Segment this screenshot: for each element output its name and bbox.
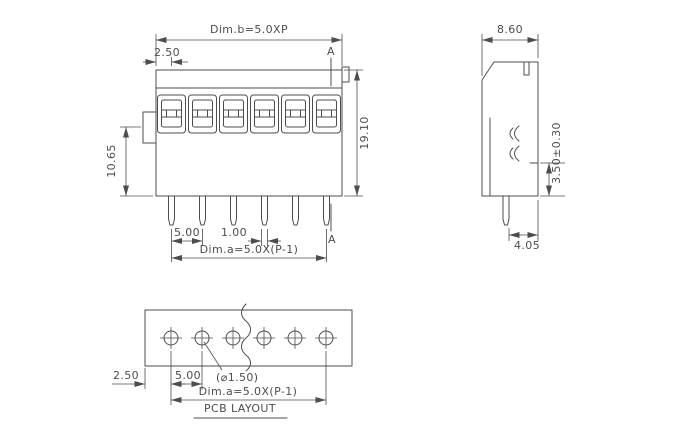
front-pin <box>199 195 206 226</box>
terminal-window <box>250 94 279 134</box>
pcb-dim-edge-label: 2.50 <box>113 369 139 382</box>
terminal-window <box>281 94 310 134</box>
front-pin <box>292 195 299 226</box>
side-spring-mark <box>509 147 514 160</box>
dim-depth-label: 8.60 <box>497 23 523 36</box>
front-view <box>142 66 350 226</box>
hole-dia-leader <box>203 341 223 371</box>
section-a-bottom-label: A <box>328 233 336 246</box>
dim-body-height-label: 10.65 <box>105 144 118 178</box>
pcb-dim-pitch-label: 5.00 <box>175 369 201 382</box>
side-body-outline <box>481 61 539 197</box>
side-spring-mark <box>514 145 520 162</box>
dim-offset-label: 2.50 <box>154 46 180 59</box>
dim-pin-length-label: 3.50±0.30 <box>550 122 563 184</box>
dim-pin-width-label: 1.00 <box>221 226 247 239</box>
side-spring-mark <box>509 127 514 140</box>
pcb-outline <box>144 309 353 367</box>
break-line <box>241 303 251 372</box>
dim-pitch-label: 5.00 <box>174 226 200 239</box>
dim-a-label: Dim.a=5.0X(P-1) <box>200 243 299 256</box>
pcb-dim-a-label: Dim.a=5.0X(P-1) <box>199 385 298 398</box>
pcb-hole <box>284 327 306 349</box>
dim-pin-offset-label: 4.05 <box>514 239 540 252</box>
section-a-top-label: A <box>327 45 335 58</box>
pcb-hole <box>160 327 182 349</box>
front-pin <box>230 195 237 226</box>
terminal-window <box>312 94 341 134</box>
front-dimensions: Dim.b=5.0XP 2.50 19.10 10.65 5.00 1.00 D… <box>105 23 371 262</box>
side-dimensions: 8.60 3.50±0.30 4.05 <box>481 23 565 252</box>
front-pin <box>168 195 175 226</box>
pcb-layout-caption: PCB LAYOUT <box>204 402 276 415</box>
terminal-window <box>188 94 217 134</box>
front-pin <box>261 195 268 226</box>
terminal-window <box>219 94 248 134</box>
front-pin <box>323 195 330 226</box>
dim-total-height-label: 19.10 <box>358 116 371 150</box>
side-spring-mark <box>514 125 520 142</box>
front-latch-tab <box>341 66 350 83</box>
dim-b-label: Dim.b=5.0XP <box>210 23 288 36</box>
side-view <box>481 61 539 226</box>
pcb-layout-view: (⌀1.50) 2.50 5.00 Dim.a=5.0X(P-1) PCB LA… <box>112 303 353 419</box>
terminal-window <box>157 94 186 134</box>
front-side-step <box>142 111 157 144</box>
pcb-hole <box>222 327 244 349</box>
side-latch-notch <box>523 61 530 76</box>
pcb-hole <box>253 327 275 349</box>
pcb-hole <box>191 327 213 349</box>
side-pin <box>502 195 510 226</box>
hole-dia-label: (⌀1.50) <box>216 371 259 384</box>
pcb-hole <box>315 327 337 349</box>
